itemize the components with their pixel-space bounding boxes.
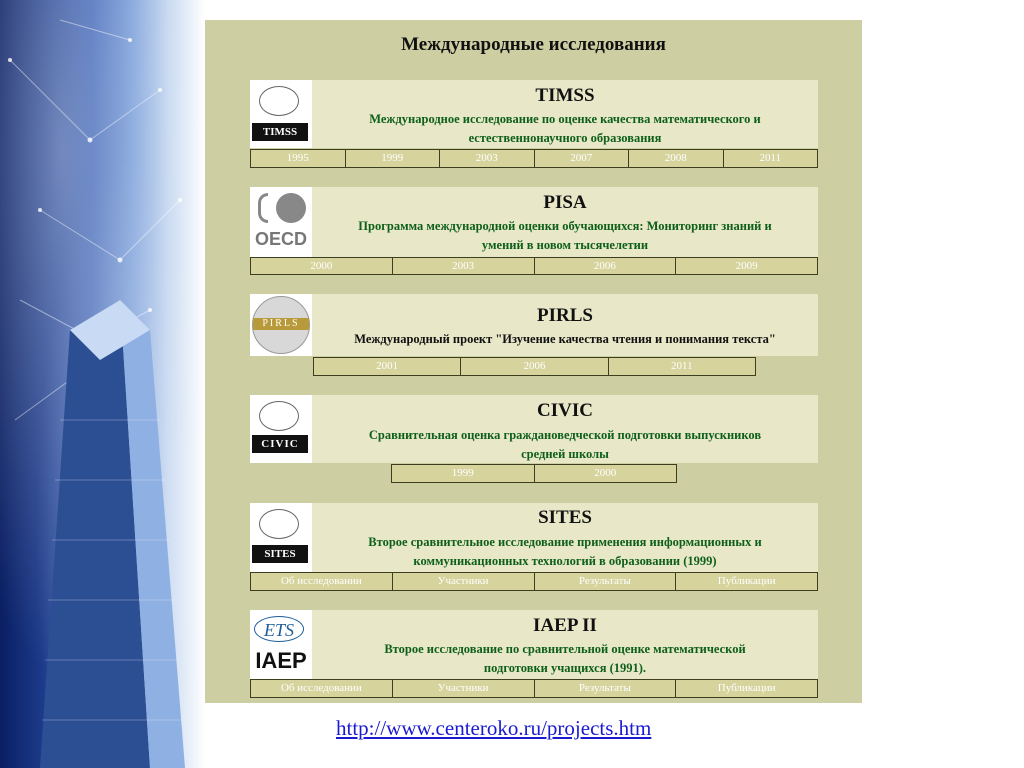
iaep-logo-label: IAEP: [255, 648, 307, 673]
year-link[interactable]: 2011: [759, 152, 782, 164]
page-title: Международные исследования: [401, 34, 666, 55]
pirls-logo: PIRLS: [250, 294, 312, 356]
card-title: SITES: [538, 507, 592, 528]
decorative-background: [0, 0, 205, 768]
study-card-pisa: OECD PISA Программа международной оценки…: [250, 187, 818, 257]
card-description: Второе исследование по сравнительной оце…: [384, 642, 746, 675]
card-description: Программа международной оценки обучающих…: [358, 219, 772, 252]
year-link[interactable]: 2001: [314, 358, 462, 375]
study-card-sites: SITES SITES Второе сравнительное исследо…: [250, 503, 818, 573]
year-link[interactable]: 2006: [461, 358, 609, 375]
publications-link[interactable]: Публикации: [717, 682, 776, 694]
card-description: Международный проект "Изучение качества …: [354, 332, 776, 346]
participants-link[interactable]: Участники: [393, 680, 535, 697]
card-title: PISA: [543, 192, 587, 213]
oecd-logo-label: OECD: [254, 229, 307, 249]
civic-logo: CIVIC: [250, 395, 312, 463]
year-link[interactable]: 2006: [535, 258, 677, 274]
year-link[interactable]: 1999: [392, 465, 535, 482]
participants-link[interactable]: Участники: [393, 573, 535, 590]
card-description: Второе сравнительное исследование примен…: [368, 535, 762, 568]
civic-logo-label: CIVIC: [252, 435, 308, 453]
about-link[interactable]: Об исследовании: [251, 573, 393, 590]
timss-years-row: 1995 1999 2003 2007 2008 2011: [250, 149, 818, 168]
timss-logo-label: TIMSS: [252, 123, 308, 141]
year-link[interactable]: 1995: [251, 150, 346, 167]
studies-panel: Международные исследования TIMSS TIMSS М…: [205, 20, 862, 703]
pisa-years-row: 2000 2003 2006 2009: [250, 257, 818, 275]
year-link[interactable]: 2011: [671, 360, 693, 372]
card-description: Международное исследование по оценке кач…: [369, 112, 761, 145]
year-link[interactable]: 1999: [346, 150, 440, 167]
pirls-logo-label: PIRLS: [253, 318, 309, 330]
oecd-logo: OECD: [250, 187, 312, 257]
sites-links-row: Об исследовании Участники Результаты Пуб…: [250, 572, 818, 591]
card-title: TIMSS: [535, 85, 595, 106]
source-link[interactable]: http://www.centeroko.ru/projects.htm: [336, 716, 652, 740]
year-link[interactable]: 2000: [594, 467, 617, 479]
study-card-timss: TIMSS TIMSS Международное исследование п…: [250, 80, 818, 148]
ets-iaep-logo: ETS IAEP: [250, 610, 312, 680]
results-link[interactable]: Результаты: [535, 680, 677, 697]
year-link[interactable]: 2000: [251, 258, 393, 274]
card-title: IAEP II: [533, 615, 597, 636]
pirls-years-row: 2001 2006 2011: [313, 357, 756, 376]
year-link[interactable]: 2007: [535, 150, 629, 167]
study-card-civic: CIVIC CIVIC Сравнительная оценка граждан…: [250, 395, 818, 463]
sites-logo-label: SITES: [252, 545, 308, 563]
year-link[interactable]: 2003: [440, 150, 535, 167]
publications-link[interactable]: Публикации: [717, 575, 776, 587]
card-title: CIVIC: [537, 400, 593, 421]
year-link[interactable]: 2003: [393, 258, 535, 274]
year-link[interactable]: 2009: [735, 260, 758, 272]
iaep-links-row: Об исследовании Участники Результаты Пуб…: [250, 679, 818, 698]
sites-logo: SITES: [250, 503, 312, 573]
ets-logo-label: ETS: [254, 616, 304, 642]
results-link[interactable]: Результаты: [535, 573, 677, 590]
timss-logo: TIMSS: [250, 80, 312, 148]
study-card-iaep: ETS IAEP IAEP II Второе исследование по …: [250, 610, 818, 680]
card-title: PIRLS: [537, 305, 593, 326]
civic-years-row: 1999 2000: [391, 464, 677, 483]
year-link[interactable]: 2008: [629, 150, 724, 167]
study-card-pirls: PIRLS PIRLS Международный проект "Изучен…: [250, 294, 818, 356]
card-description: Сравнительная оценка граждановедческой п…: [368, 428, 762, 461]
about-link[interactable]: Об исследовании: [251, 680, 393, 697]
